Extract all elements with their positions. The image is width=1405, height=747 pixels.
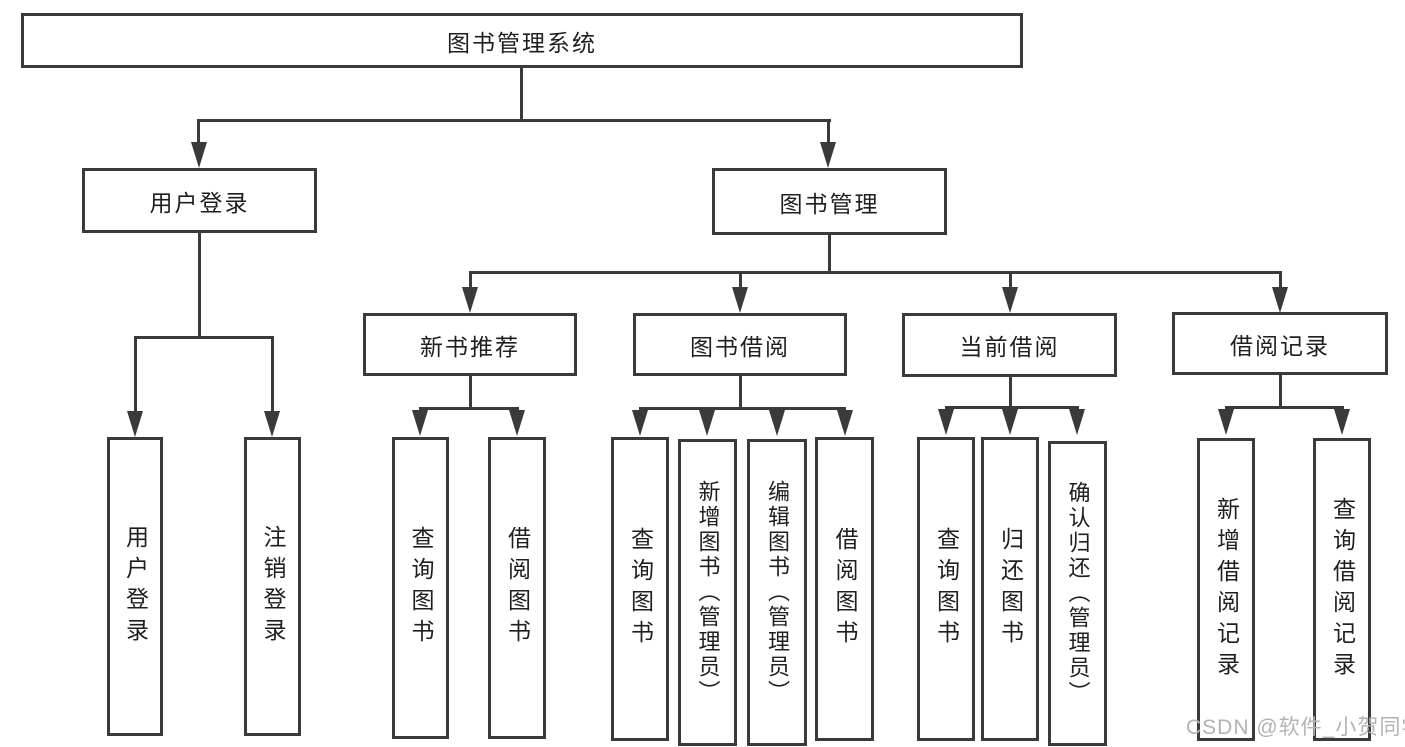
arrowhead-down-icon bbox=[191, 142, 207, 168]
connector-line bbox=[1279, 375, 1282, 408]
connector-line bbox=[198, 233, 201, 338]
arrowhead-down-icon bbox=[732, 287, 748, 313]
connector-line bbox=[1009, 271, 1012, 288]
connector-line bbox=[639, 407, 846, 410]
node-root: 图书管理系统 bbox=[21, 13, 1023, 68]
connector-line bbox=[945, 406, 1079, 409]
node-label: 借阅记录 bbox=[1230, 332, 1330, 359]
connector-line bbox=[469, 376, 472, 409]
arrowhead-down-icon bbox=[412, 410, 428, 436]
node-borrow-records: 借阅记录 bbox=[1172, 312, 1388, 375]
node-label: 图书借阅 bbox=[690, 333, 790, 360]
node-label: 用户登录 bbox=[122, 524, 149, 649]
arrowhead-down-icon bbox=[509, 410, 525, 436]
node-label: 确认归还（管理员） bbox=[1065, 481, 1091, 706]
arrowhead-down-icon bbox=[699, 410, 715, 436]
node-label: 归还图书 bbox=[997, 527, 1024, 651]
node-leaf-borrow-books-2: 借阅图书 bbox=[815, 437, 874, 741]
arrowhead-down-icon bbox=[837, 410, 853, 436]
arrowhead-down-icon bbox=[462, 287, 478, 313]
connector-line bbox=[419, 407, 519, 410]
node-leaf-edit-books-admin: 编辑图书（管理员） bbox=[747, 439, 807, 746]
arrowhead-down-icon bbox=[1069, 409, 1085, 435]
arrowhead-down-icon bbox=[1002, 409, 1018, 435]
arrowhead-down-icon bbox=[769, 410, 785, 436]
node-label: 用户登录 bbox=[149, 189, 250, 216]
node-user-login: 用户登录 bbox=[82, 168, 317, 233]
arrowhead-down-icon bbox=[1002, 287, 1018, 313]
arrowhead-down-icon bbox=[1218, 409, 1234, 435]
connector-line bbox=[469, 271, 1282, 274]
node-label: 图书管理 bbox=[779, 190, 880, 217]
node-leaf-logout: 注销登录 bbox=[244, 437, 301, 736]
node-new-books: 新书推荐 bbox=[363, 313, 577, 376]
node-label: 新增图书（管理员） bbox=[695, 480, 721, 705]
connector-line bbox=[469, 271, 472, 288]
arrowhead-down-icon bbox=[632, 410, 648, 436]
connector-line bbox=[1225, 406, 1344, 409]
node-label: 查询图书 bbox=[933, 527, 960, 651]
connector-line bbox=[739, 376, 742, 409]
node-label: 借阅图书 bbox=[832, 527, 858, 651]
node-current-borrow: 当前借阅 bbox=[902, 313, 1117, 377]
connector-line bbox=[197, 119, 200, 145]
arrowhead-down-icon bbox=[1272, 287, 1288, 313]
node-book-mgmt: 图书管理 bbox=[712, 168, 947, 235]
node-leaf-query-books-2: 查询图书 bbox=[611, 437, 669, 741]
node-leaf-add-books-admin: 新增图书（管理员） bbox=[678, 439, 737, 746]
arrowhead-down-icon bbox=[1334, 409, 1350, 435]
node-leaf-query-books-3: 查询图书 bbox=[917, 437, 975, 741]
node-label: 新增借阅记录 bbox=[1213, 496, 1240, 683]
node-leaf-user-login: 用户登录 bbox=[107, 437, 163, 736]
node-label: 新书推荐 bbox=[420, 333, 520, 360]
connector-line bbox=[827, 119, 830, 145]
connector-line bbox=[1279, 271, 1282, 288]
node-leaf-return-books: 归还图书 bbox=[981, 437, 1039, 741]
node-leaf-query-borrow-record: 查询借阅记录 bbox=[1313, 438, 1371, 741]
connector-line bbox=[271, 336, 274, 413]
connector-line bbox=[134, 336, 274, 339]
node-label: 查询借阅记录 bbox=[1329, 496, 1356, 683]
arrowhead-down-icon bbox=[938, 409, 954, 435]
node-label: 借阅图书 bbox=[504, 526, 531, 650]
node-label: 注销登录 bbox=[260, 524, 286, 649]
connector-line bbox=[1009, 377, 1012, 408]
node-label: 图书管理系统 bbox=[447, 29, 597, 56]
node-label: 当前借阅 bbox=[959, 334, 1060, 360]
connector-line bbox=[520, 68, 523, 121]
node-book-borrow: 图书借阅 bbox=[633, 313, 847, 376]
arrowhead-down-icon bbox=[264, 411, 280, 437]
arrowhead-down-icon bbox=[127, 411, 143, 437]
node-leaf-query-books-1: 查询图书 bbox=[392, 437, 449, 739]
node-leaf-confirm-return-admin: 确认归还（管理员） bbox=[1048, 441, 1107, 746]
node-label: 编辑图书（管理员） bbox=[765, 480, 790, 705]
node-label: 查询图书 bbox=[627, 527, 654, 651]
node-label: 查询图书 bbox=[408, 526, 434, 650]
connector-line bbox=[828, 235, 831, 273]
node-leaf-borrow-books-1: 借阅图书 bbox=[488, 437, 546, 739]
node-leaf-add-borrow-record: 新增借阅记录 bbox=[1197, 438, 1255, 741]
csdn-watermark: CSDN @软件_小贺同学 bbox=[1186, 716, 1405, 739]
connector-line bbox=[739, 271, 742, 288]
arrowhead-down-icon bbox=[820, 142, 836, 168]
connector-line bbox=[197, 119, 831, 122]
connector-line bbox=[134, 336, 137, 413]
